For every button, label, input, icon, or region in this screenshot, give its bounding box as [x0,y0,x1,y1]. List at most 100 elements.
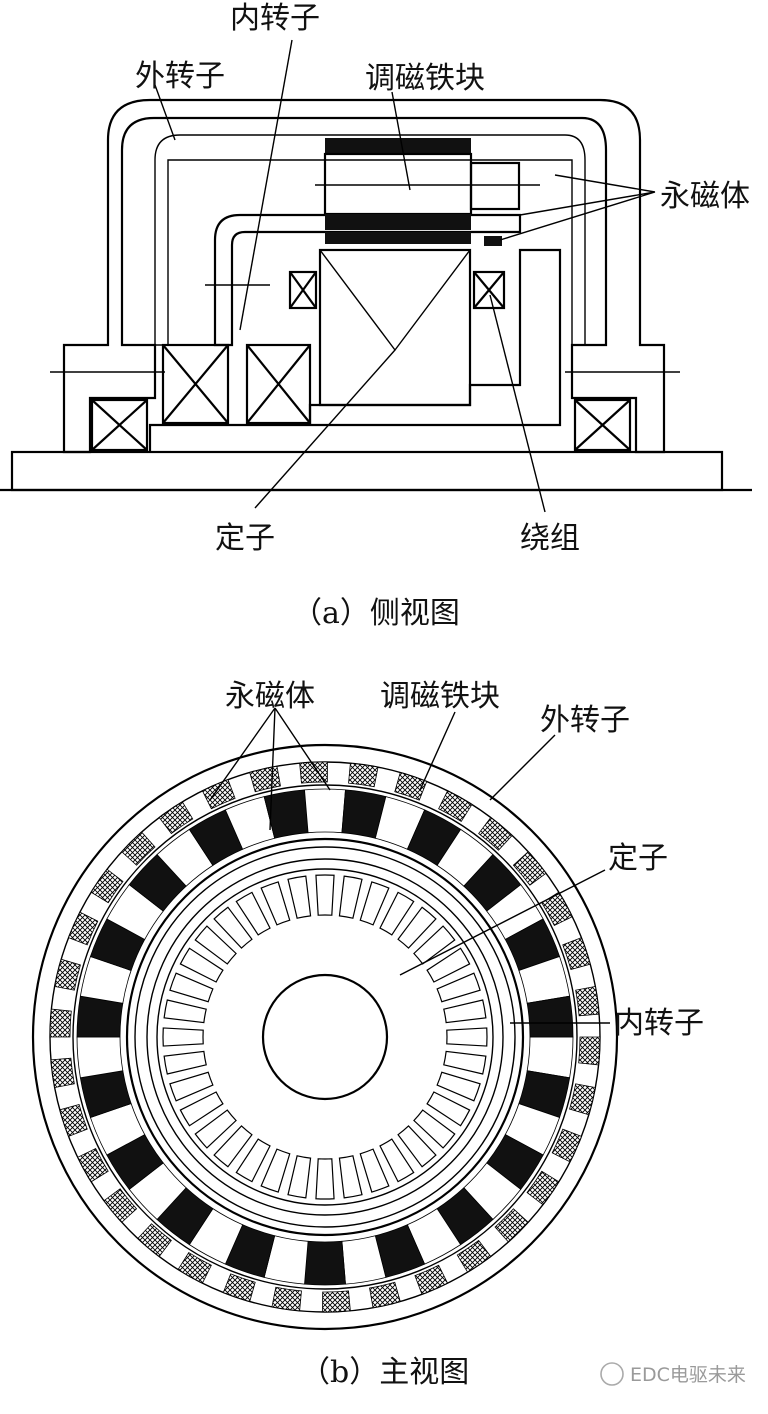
winding-left [288,270,318,310]
stator-tooth [179,947,224,983]
outer-rotor-ring [31,743,619,1331]
label-winding: 绕组 [520,521,580,556]
modulator-segment [478,816,513,851]
stator-tooth [359,881,390,926]
stator-tooth [426,947,471,983]
modulator-segment [562,937,591,970]
modulator-segment [551,1128,582,1163]
leader-inner-rotor [239,39,293,331]
stator-tooth [379,1138,415,1183]
stator-tooth [446,1027,488,1047]
stator-tooth [169,1071,214,1102]
stator-tooth [397,906,437,949]
modulator-segment [201,779,236,810]
wechat-icon [600,1362,624,1386]
stator-tooth [194,925,237,965]
modulator-segment [494,1208,529,1243]
modulator-segment [369,1281,401,1309]
base-plate [10,450,724,492]
modulator-segment [68,911,99,946]
magnet-segment [304,788,346,834]
stator-tooth [163,999,207,1024]
modulator-segment [575,986,600,1017]
label-magnet-front: 永磁体 [225,679,315,714]
modulator-segment [49,1008,72,1038]
label-magnet: 永磁体 [660,179,750,214]
modulator-segment [59,1104,88,1137]
modulator-segment [50,1057,75,1088]
stator-tooth [169,972,214,1003]
stator-tooth [315,874,335,916]
stator-tooth [179,1091,224,1127]
stator-tooth [213,906,253,949]
label-modulator-front: 调磁铁块 [380,679,500,714]
stator-tooth [235,891,271,936]
stator-core [318,248,472,407]
magnet-ring [76,788,574,1286]
modulator-segment [414,1264,449,1295]
modulator-segment [348,762,379,788]
modulator-segment [456,1239,492,1273]
modulator-segment [394,772,428,801]
bearing-outer-right [573,398,632,452]
modulator-segment [158,801,194,835]
magnet-segment [526,995,574,1038]
stator-tooth [287,1155,312,1199]
stator-tooth [162,1027,204,1047]
modulator-segment [137,1223,172,1258]
stator-tooth [315,1158,335,1200]
side-view: 内转子 外转子 调磁铁块 永磁体 定子 绕组 （a）侧视图 [0,1,752,631]
stator-tooth [436,972,481,1003]
watermark: EDC电驱未来 [600,1362,746,1386]
stator-tooth [426,1091,471,1127]
modulator-segment [103,1188,138,1223]
label-modulator: 调磁铁块 [365,61,485,96]
modulator-segment [249,765,281,793]
modulator-segment [299,761,328,784]
modulator-segment [222,1273,256,1302]
modulator-segment [578,1036,601,1066]
modulator-segment [438,790,473,822]
stator-teeth [162,874,488,1200]
stator-tooth [338,875,363,919]
label-outer-rotor-front: 外转子 [540,703,630,738]
label-stator: 定子 [215,521,275,556]
modulator-segment [526,1170,560,1206]
label-inner-rotor: 内转子 [230,1,320,36]
label-stator-front: 定子 [608,841,668,876]
stator-tooth [287,875,312,919]
label-outer-rotor: 外转子 [135,59,225,94]
modulator-segment [569,1083,596,1116]
outer-rotor-housing [62,98,666,454]
stator-tooth [397,1125,437,1168]
stator-tooth [194,1109,237,1149]
modulator-top-bar [325,138,471,154]
modulator-segment [90,868,124,904]
magnet-block [469,161,521,211]
modulator-segment [177,1252,212,1284]
stator-tooth [443,1050,487,1075]
modulator-segment [322,1290,351,1313]
stator-tooth [413,1109,456,1149]
modulator-segment [512,851,547,886]
modulator-segment [77,1148,109,1183]
modulator-segment [54,958,81,991]
bearing-inner [161,343,312,425]
caption-side-view: （a）侧视图 [292,596,460,631]
bearing-outer-left [90,398,149,452]
winding-right [472,270,506,310]
hub [148,248,562,452]
stator-tooth [235,1138,271,1183]
caption-front-view: （b）主视图 [300,1355,469,1390]
stator-tooth [163,1050,207,1075]
modulator-ring [49,761,601,1313]
stator-tooth [436,1071,481,1102]
modulator-block [323,152,473,216]
front-view: 永磁体 调磁铁块 外转子 定子 内转子 （b）主视图 EDC电驱未来 [31,679,746,1390]
magnet-segment [76,1036,124,1079]
modulator-segment [271,1286,302,1312]
shaft-hole [261,973,389,1101]
stator-tooth [379,891,415,936]
modulator-segment [121,831,156,866]
